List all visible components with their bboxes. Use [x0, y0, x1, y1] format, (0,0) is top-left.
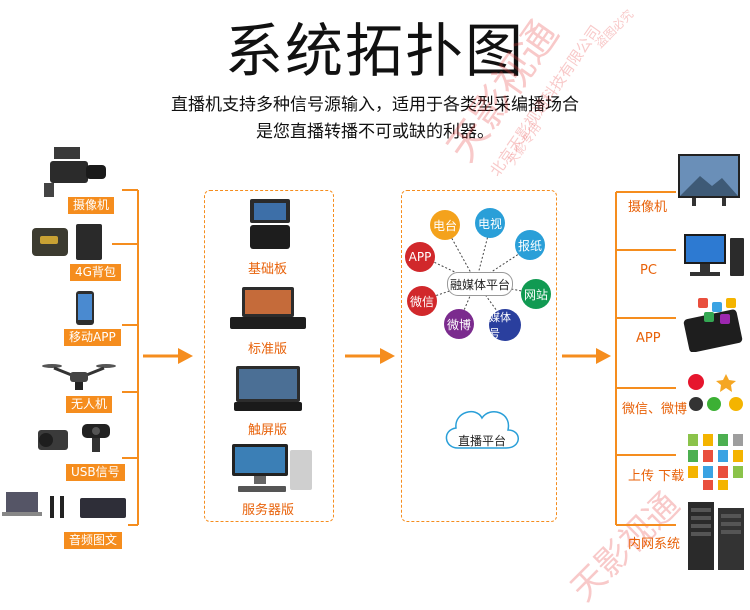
connector-lines [112, 189, 676, 526]
pc-icon [682, 232, 746, 280]
node-media-account: 媒体号 [489, 309, 521, 341]
node-radio: 电台 [430, 210, 460, 240]
product-label-touch: 触屏版 [248, 423, 288, 438]
camera-device-icon [36, 143, 114, 198]
product-server-icon [228, 440, 316, 496]
products-box [204, 190, 334, 522]
backpack-4g-icon [30, 222, 110, 262]
product-touchscreen-icon [232, 364, 304, 414]
node-tv: 电视 [475, 208, 505, 238]
input-tag-camera: 摄像机 [68, 197, 115, 214]
input-tag-4g-backpack: 4G背包 [70, 264, 121, 281]
subtitle-line-1: 直播机支持多种信号源输入，适用于各类型采编播场合 [171, 95, 579, 115]
node-wechat: 微信 [407, 286, 437, 316]
product-standard-icon [228, 285, 308, 335]
node-app: APP [405, 242, 435, 272]
arrow-to-products-icon [143, 348, 193, 364]
output-label-transfer: 上传 下载 [628, 469, 685, 484]
output-label-intranet: 内网系统 [628, 537, 681, 552]
social-icons [684, 372, 750, 416]
page-title: 系统拓扑图 [224, 17, 525, 85]
drone-icon [40, 360, 118, 394]
product-label-standard: 标准版 [248, 342, 288, 357]
node-website: 网站 [521, 279, 551, 309]
output-label-app: APP [636, 331, 661, 346]
usb-camera-icon [36, 420, 122, 456]
audio-graphics-icon [2, 488, 128, 522]
input-tag-audio: 音频图文 [64, 532, 123, 549]
platform-box [401, 190, 557, 522]
media-platform-center: 融媒体平台 [447, 272, 513, 296]
product-label-basic: 基础板 [248, 262, 288, 277]
input-tag-mobile-app: 移动APP [64, 329, 121, 346]
product-label-server: 服务器版 [242, 503, 295, 518]
subtitle-line-2: 是您直播转播不可或缺的利器。 [256, 122, 494, 142]
live-platform-label: 直播平台 [457, 434, 506, 448]
arrow-to-platform-icon [345, 348, 395, 364]
output-label-social: 微信、微博 [622, 402, 688, 417]
tv-icon [676, 150, 742, 212]
file-types-icon [686, 432, 746, 492]
arrow-to-outputs-icon [562, 348, 611, 364]
input-tag-usb: USB信号 [66, 464, 125, 481]
product-basic-icon [248, 197, 292, 253]
node-weibo: 微博 [444, 309, 474, 339]
input-tag-drone: 无人机 [66, 396, 113, 413]
app-phone-icon [680, 296, 746, 353]
mobile-phone-icon [74, 290, 96, 326]
server-rack-icon [684, 500, 748, 572]
node-newspaper: 报纸 [515, 230, 545, 260]
output-label-pc: PC [640, 263, 657, 278]
cloud-icon [445, 410, 519, 449]
output-label-camera: 摄像机 [628, 200, 668, 215]
